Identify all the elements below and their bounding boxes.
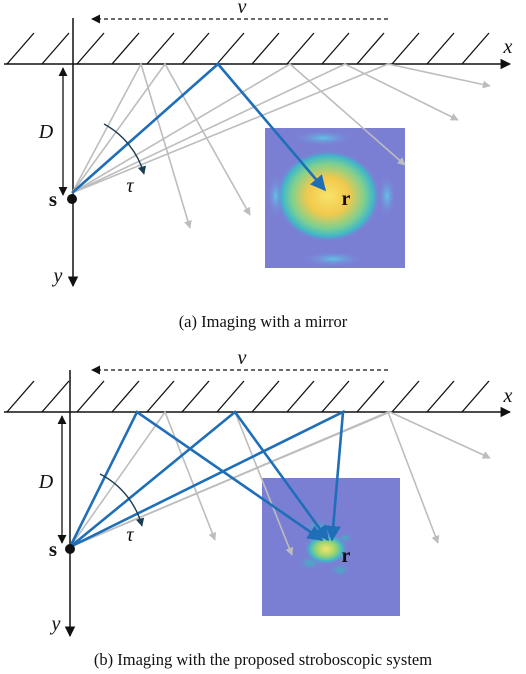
blue-ray-a xyxy=(71,62,327,194)
angle-arc xyxy=(103,123,146,175)
velocity-label: v xyxy=(238,0,247,18)
gray-rays-a xyxy=(71,61,491,229)
distance-label: D xyxy=(38,121,54,143)
angle-arc xyxy=(99,473,145,527)
mirror-hatch xyxy=(6,380,490,413)
caption-a: (a) Imaging with a mirror xyxy=(178,312,348,331)
source-label: s xyxy=(49,537,57,561)
x-axis-label: x xyxy=(503,36,513,58)
y-axis-label: y xyxy=(50,613,61,635)
heatmap-a xyxy=(265,128,405,268)
caption-b: (b) Imaging with the proposed stroboscop… xyxy=(93,650,433,669)
angle-label: τ xyxy=(126,175,134,197)
panel-a: v x y D xyxy=(4,0,513,288)
mirror-hatch xyxy=(6,32,490,65)
y-axis-label: y xyxy=(52,265,63,287)
source-label: s xyxy=(49,187,57,211)
receiver-label: r xyxy=(342,188,351,210)
angle-label: τ xyxy=(126,524,134,546)
panel-b: v x y D xyxy=(4,347,513,638)
blue-rays-b xyxy=(68,409,345,549)
source-point xyxy=(65,544,75,554)
heatmap-b xyxy=(262,478,400,616)
velocity-label: v xyxy=(238,347,247,369)
x-axis-label: x xyxy=(503,385,513,407)
source-point xyxy=(67,194,77,204)
distance-label: D xyxy=(38,471,54,493)
receiver-label: r xyxy=(342,545,351,567)
